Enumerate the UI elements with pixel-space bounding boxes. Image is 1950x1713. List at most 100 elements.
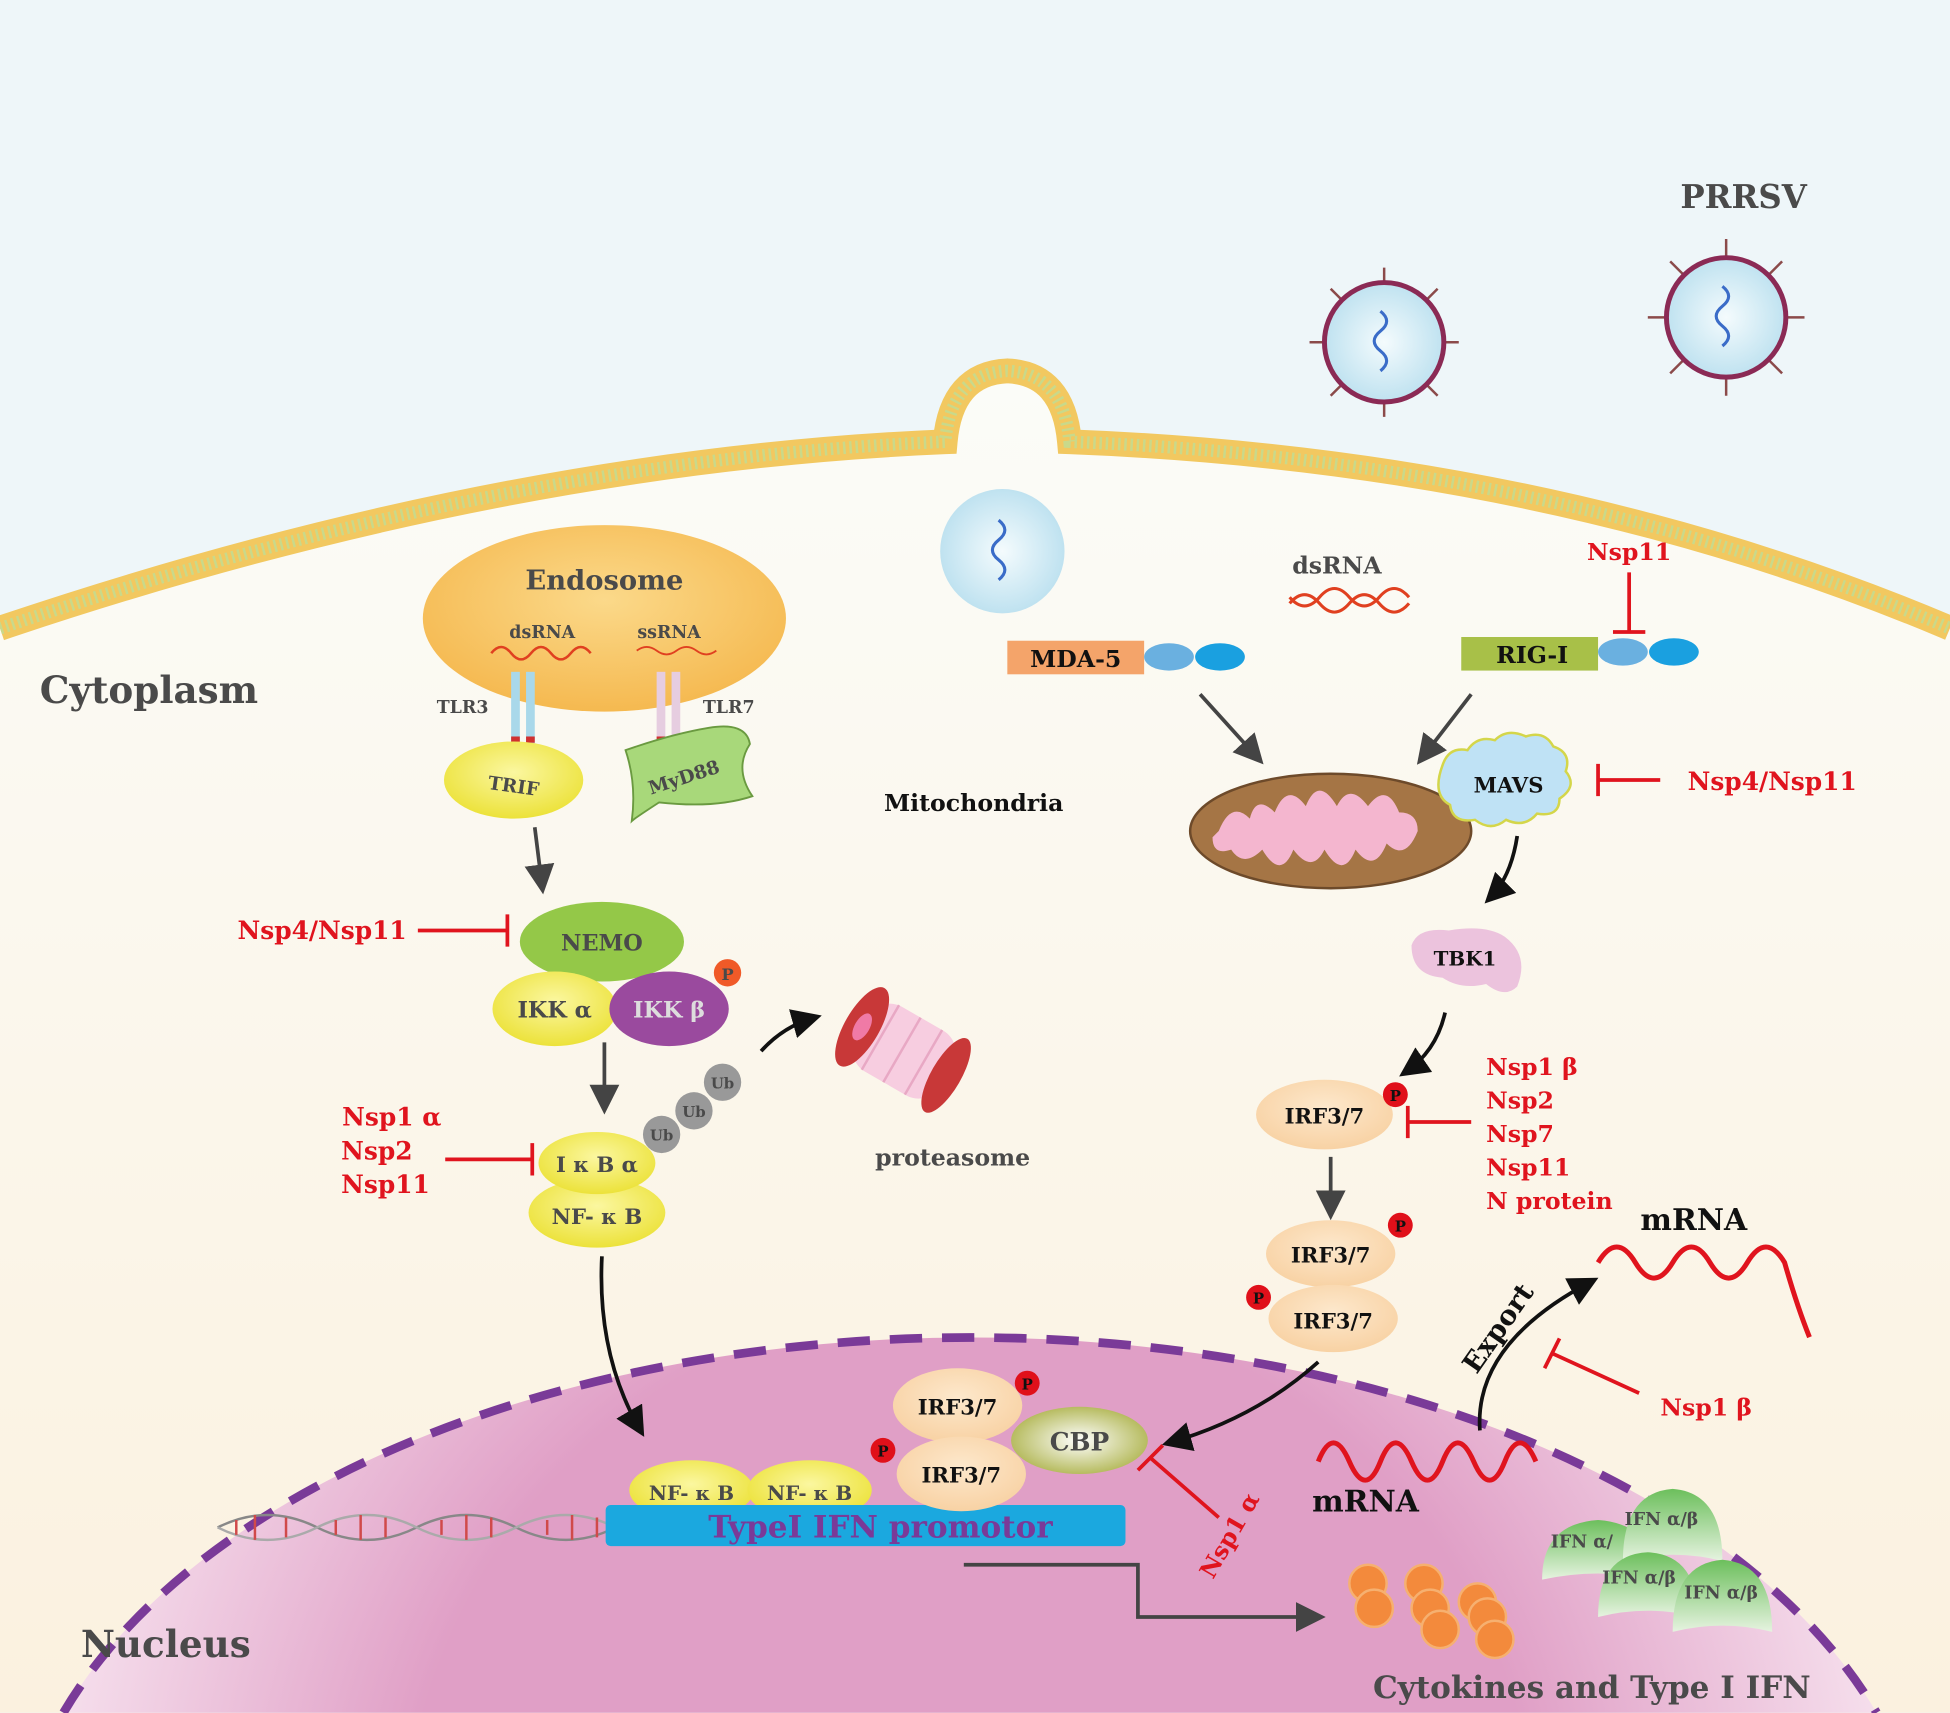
phosphate-label: P [1022, 1375, 1033, 1393]
phosphate-badge [1382, 1082, 1408, 1108]
cyto-dsrna-strand-2 [1288, 586, 1411, 608]
cytoplasmic-mrna-label: mRNA [1640, 1203, 1748, 1238]
cbp-inhibition-line [1136, 1444, 1220, 1519]
irf37-dimer-lower [1268, 1284, 1398, 1353]
mavs-inhibitor-label: Nsp4/Nsp11 [1688, 767, 1857, 796]
rigi-inhibition-line [1612, 572, 1646, 634]
phosphate-label: P [1390, 1087, 1401, 1105]
phosphate-label: P [1395, 1217, 1406, 1235]
export-inhibitor-label: Nsp1 β [1660, 1394, 1752, 1422]
tbk1-label: TBK1 [1434, 946, 1497, 970]
svg-text:Nsp11: Nsp11 [1486, 1153, 1570, 1181]
phosphate-label: P [1253, 1290, 1264, 1308]
svg-text:Nsp1 β: Nsp1 β [1486, 1053, 1578, 1081]
svg-text:Nsp11: Nsp11 [341, 1170, 430, 1199]
phosphate-badge [870, 1437, 896, 1463]
phosphate-badge [1014, 1370, 1040, 1396]
mda5-card-domain [1195, 643, 1245, 671]
cyto-dsrna-strand [1288, 593, 1411, 614]
irf37-dimer-upper [1266, 1220, 1396, 1288]
ikba-inhibition-line [445, 1143, 535, 1176]
myd88 [624, 725, 754, 824]
irf37-label: IRF3/7 [1285, 1103, 1365, 1128]
svg-text:IFN α/β: IFN α/β [1684, 1583, 1758, 1603]
rigi-inhibitor-label: Nsp11 [1587, 538, 1671, 566]
svg-text:IFN α/β: IFN α/β [1625, 1510, 1699, 1530]
nuclear-envelope [59, 1333, 1881, 1713]
cytoplasmic-mrna-strand [1595, 1244, 1812, 1339]
svg-text:N protein: N protein [1486, 1187, 1613, 1215]
trif-to-nemo-arrow [524, 827, 555, 895]
dna-helix [217, 1513, 617, 1542]
prrsv-virion [1647, 239, 1805, 396]
tlr3-receptor [511, 671, 535, 766]
rigi-label: RIG-I [1496, 641, 1568, 669]
ubiquitin-chain: Ub Ub Ub [642, 1063, 742, 1154]
endosome-ssrna-strand [636, 646, 717, 656]
mda5-arrow [1198, 692, 1264, 765]
irf37-label: IRF3/7 [918, 1394, 998, 1419]
endosome-label: Endosome [525, 565, 683, 597]
cbp-label: CBP [1050, 1427, 1110, 1456]
nucleus-label: Nucleus [81, 1622, 251, 1666]
proteasome-label: proteasome [875, 1144, 1030, 1172]
nemo-inhibition-line [417, 914, 510, 947]
proteasome [835, 987, 971, 1113]
mavs-to-tbk1-arrow [1484, 835, 1520, 904]
mavs-inhibition-line [1596, 763, 1661, 797]
ikba-label: I κ B α [556, 1152, 638, 1177]
mda5-label: MDA-5 [1030, 645, 1121, 673]
promotor-label: TypeI IFN promotor [708, 1509, 1053, 1545]
nuclear-mrna-strand [1315, 1440, 1539, 1483]
tlr3-label: TLR3 [437, 698, 489, 718]
nfkb-to-nucleus-arrow [599, 1256, 645, 1437]
mitochondrion [1188, 772, 1473, 890]
rigi-card-domain [1649, 638, 1699, 666]
phosphate-badge [1387, 1212, 1413, 1238]
irf37-label: IRF3/7 [1291, 1243, 1371, 1268]
endosome-dsrna-strand [490, 645, 592, 661]
phosphate-badge [1246, 1284, 1271, 1310]
irf37-label: IRF3/7 [1293, 1308, 1373, 1333]
endosome-dsrna-label: dsRNA [509, 623, 575, 643]
plasma-membrane-lipids [0, 364, 1950, 635]
tbk1 [1411, 928, 1522, 993]
irf-inhibition-line [1405, 1105, 1472, 1139]
svg-text:Nsp2: Nsp2 [1486, 1086, 1554, 1114]
svg-text:IFN α/: IFN α/ [1551, 1532, 1614, 1552]
nfkb-label: NF- κ B [552, 1204, 643, 1229]
nemo [519, 901, 684, 982]
cyto-dsrna-label: dsRNA [1292, 552, 1382, 580]
mavs-label: MAVS [1474, 772, 1544, 797]
ikba-inhibitor-list: Nsp1 α Nsp2 Nsp11 [341, 1103, 441, 1199]
ikk-beta [609, 971, 729, 1047]
svg-text:IFN α/β: IFN α/β [1602, 1568, 1676, 1588]
mavs [1437, 731, 1572, 828]
phosphate-label: P [877, 1443, 888, 1461]
endosome-ssrna-label: ssRNA [637, 623, 701, 643]
export-inhibition-line [1542, 1337, 1640, 1395]
to-proteasome-arrow [759, 1009, 822, 1053]
tbk1-to-irf-arrow [1399, 1012, 1447, 1077]
mitochondria-label: Mitochondria [884, 789, 1063, 817]
nfkb [528, 1177, 666, 1248]
mda5-card-domain [1144, 643, 1194, 671]
irf37-nuclear [896, 1436, 1026, 1512]
phosphate-label: P [721, 965, 733, 984]
nemo-inhibitor-label: Nsp4/Nsp11 [238, 916, 407, 945]
irf37 [1256, 1079, 1393, 1150]
ikk-beta-label: IKK β [633, 998, 705, 1024]
export-arrow [1477, 1277, 1599, 1431]
irf-to-nucleus-arrow [1161, 1360, 1320, 1452]
prrsv-label: PRRSV [1680, 178, 1807, 216]
prrsv-virion [1309, 267, 1459, 417]
svg-text:Nsp2: Nsp2 [341, 1136, 412, 1165]
cytokines-label: Cytokines and Type I IFN [1373, 1670, 1811, 1706]
nuclear-mrna-label: mRNA [1312, 1484, 1420, 1519]
rigi-box [1461, 637, 1599, 671]
cytoplasm-label: Cytoplasm [40, 668, 258, 712]
irf-inhibitor-list: Nsp1 β Nsp2 Nsp7 Nsp11 N protein [1486, 1053, 1613, 1215]
svg-text:Ub: Ub [650, 1127, 673, 1145]
mda5-box [1007, 640, 1145, 675]
svg-text:Ub: Ub [682, 1103, 705, 1121]
